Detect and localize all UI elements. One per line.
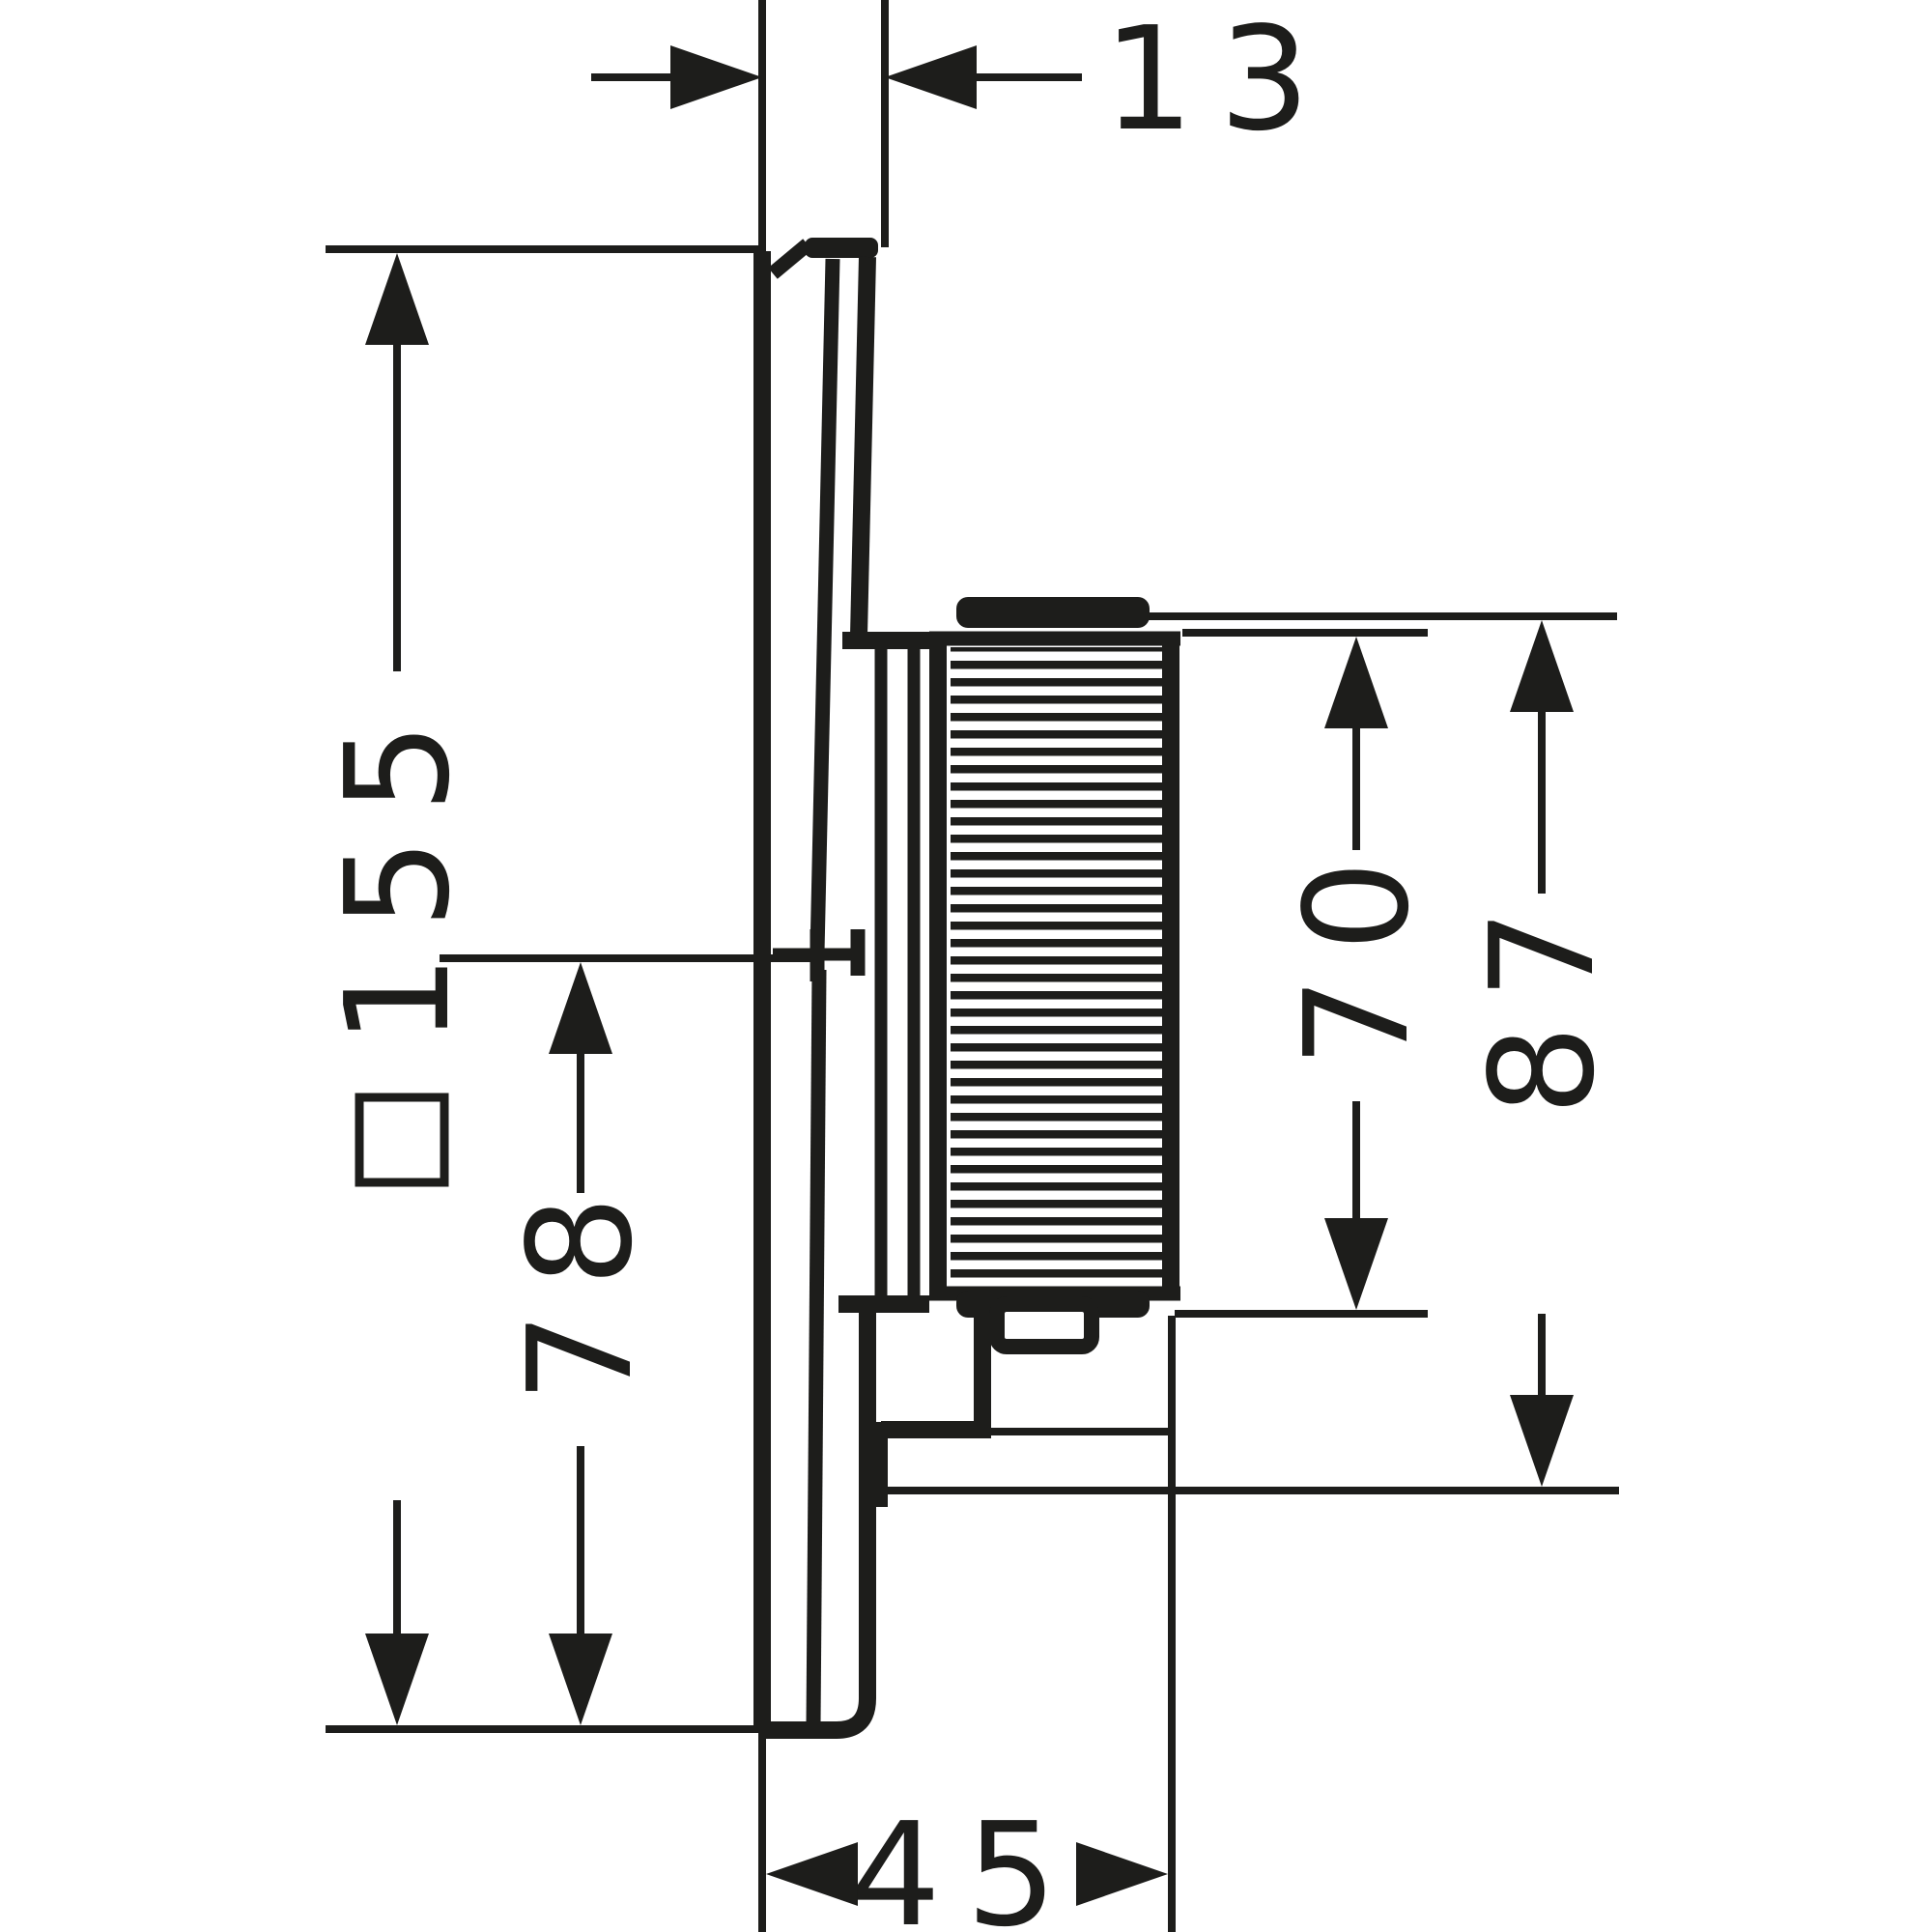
dim155-arrow-down-icon	[365, 1634, 429, 1725]
dim78-label: 78	[497, 1171, 664, 1403]
square-symbol-icon	[355, 1093, 449, 1187]
plate-top-chamfer	[768, 239, 812, 279]
handle-knurling	[951, 647, 1163, 1287]
dimension-45: 45	[766, 1792, 1168, 1932]
handle-bottom-bracket	[881, 1316, 991, 1438]
handle	[870, 597, 1180, 1507]
valve-neck	[838, 632, 929, 1313]
plate-top-lip	[805, 238, 878, 258]
dimension-155: 155	[315, 253, 481, 1725]
dim70-label: 70	[1274, 836, 1440, 1067]
dimension-78: 78	[497, 962, 664, 1725]
plate-front-outer-lower	[762, 1306, 876, 1739]
dim87-arrow-down-icon	[1510, 1395, 1574, 1487]
dim87-arrow-up-icon	[1510, 620, 1574, 712]
wall-plate-profile	[753, 238, 878, 1739]
dim13-arrow-left-icon	[885, 45, 977, 109]
dim78-arrow-down-icon	[549, 1634, 612, 1725]
dim155-label: 155	[315, 697, 481, 1046]
dim45-arrow-right-icon	[1076, 1842, 1168, 1906]
dimension-87: 87	[1460, 620, 1626, 1487]
dim13-label: 13	[1103, 0, 1335, 162]
dim45-arrow-left-icon	[766, 1842, 858, 1906]
plate-front-inner-upper	[810, 258, 840, 953]
dim45-label: 45	[850, 1792, 1082, 1932]
plate-front-inner-lower	[806, 969, 827, 1726]
dim70-arrow-up-icon	[1324, 637, 1388, 728]
dimension-70: 70	[1274, 637, 1440, 1310]
dim70-arrow-down-icon	[1324, 1218, 1388, 1310]
safety-stop-button	[989, 1296, 1099, 1354]
dim78-arrow-up-icon	[549, 962, 612, 1054]
handle-top-cap	[956, 597, 1150, 628]
dimension-13: 13	[591, 0, 1335, 162]
dim13-arrow-right-icon	[670, 45, 762, 109]
dim87-label: 87	[1460, 884, 1626, 1116]
dim155-arrow-up-icon	[365, 253, 429, 345]
plate-front-outer-upper	[850, 256, 876, 637]
